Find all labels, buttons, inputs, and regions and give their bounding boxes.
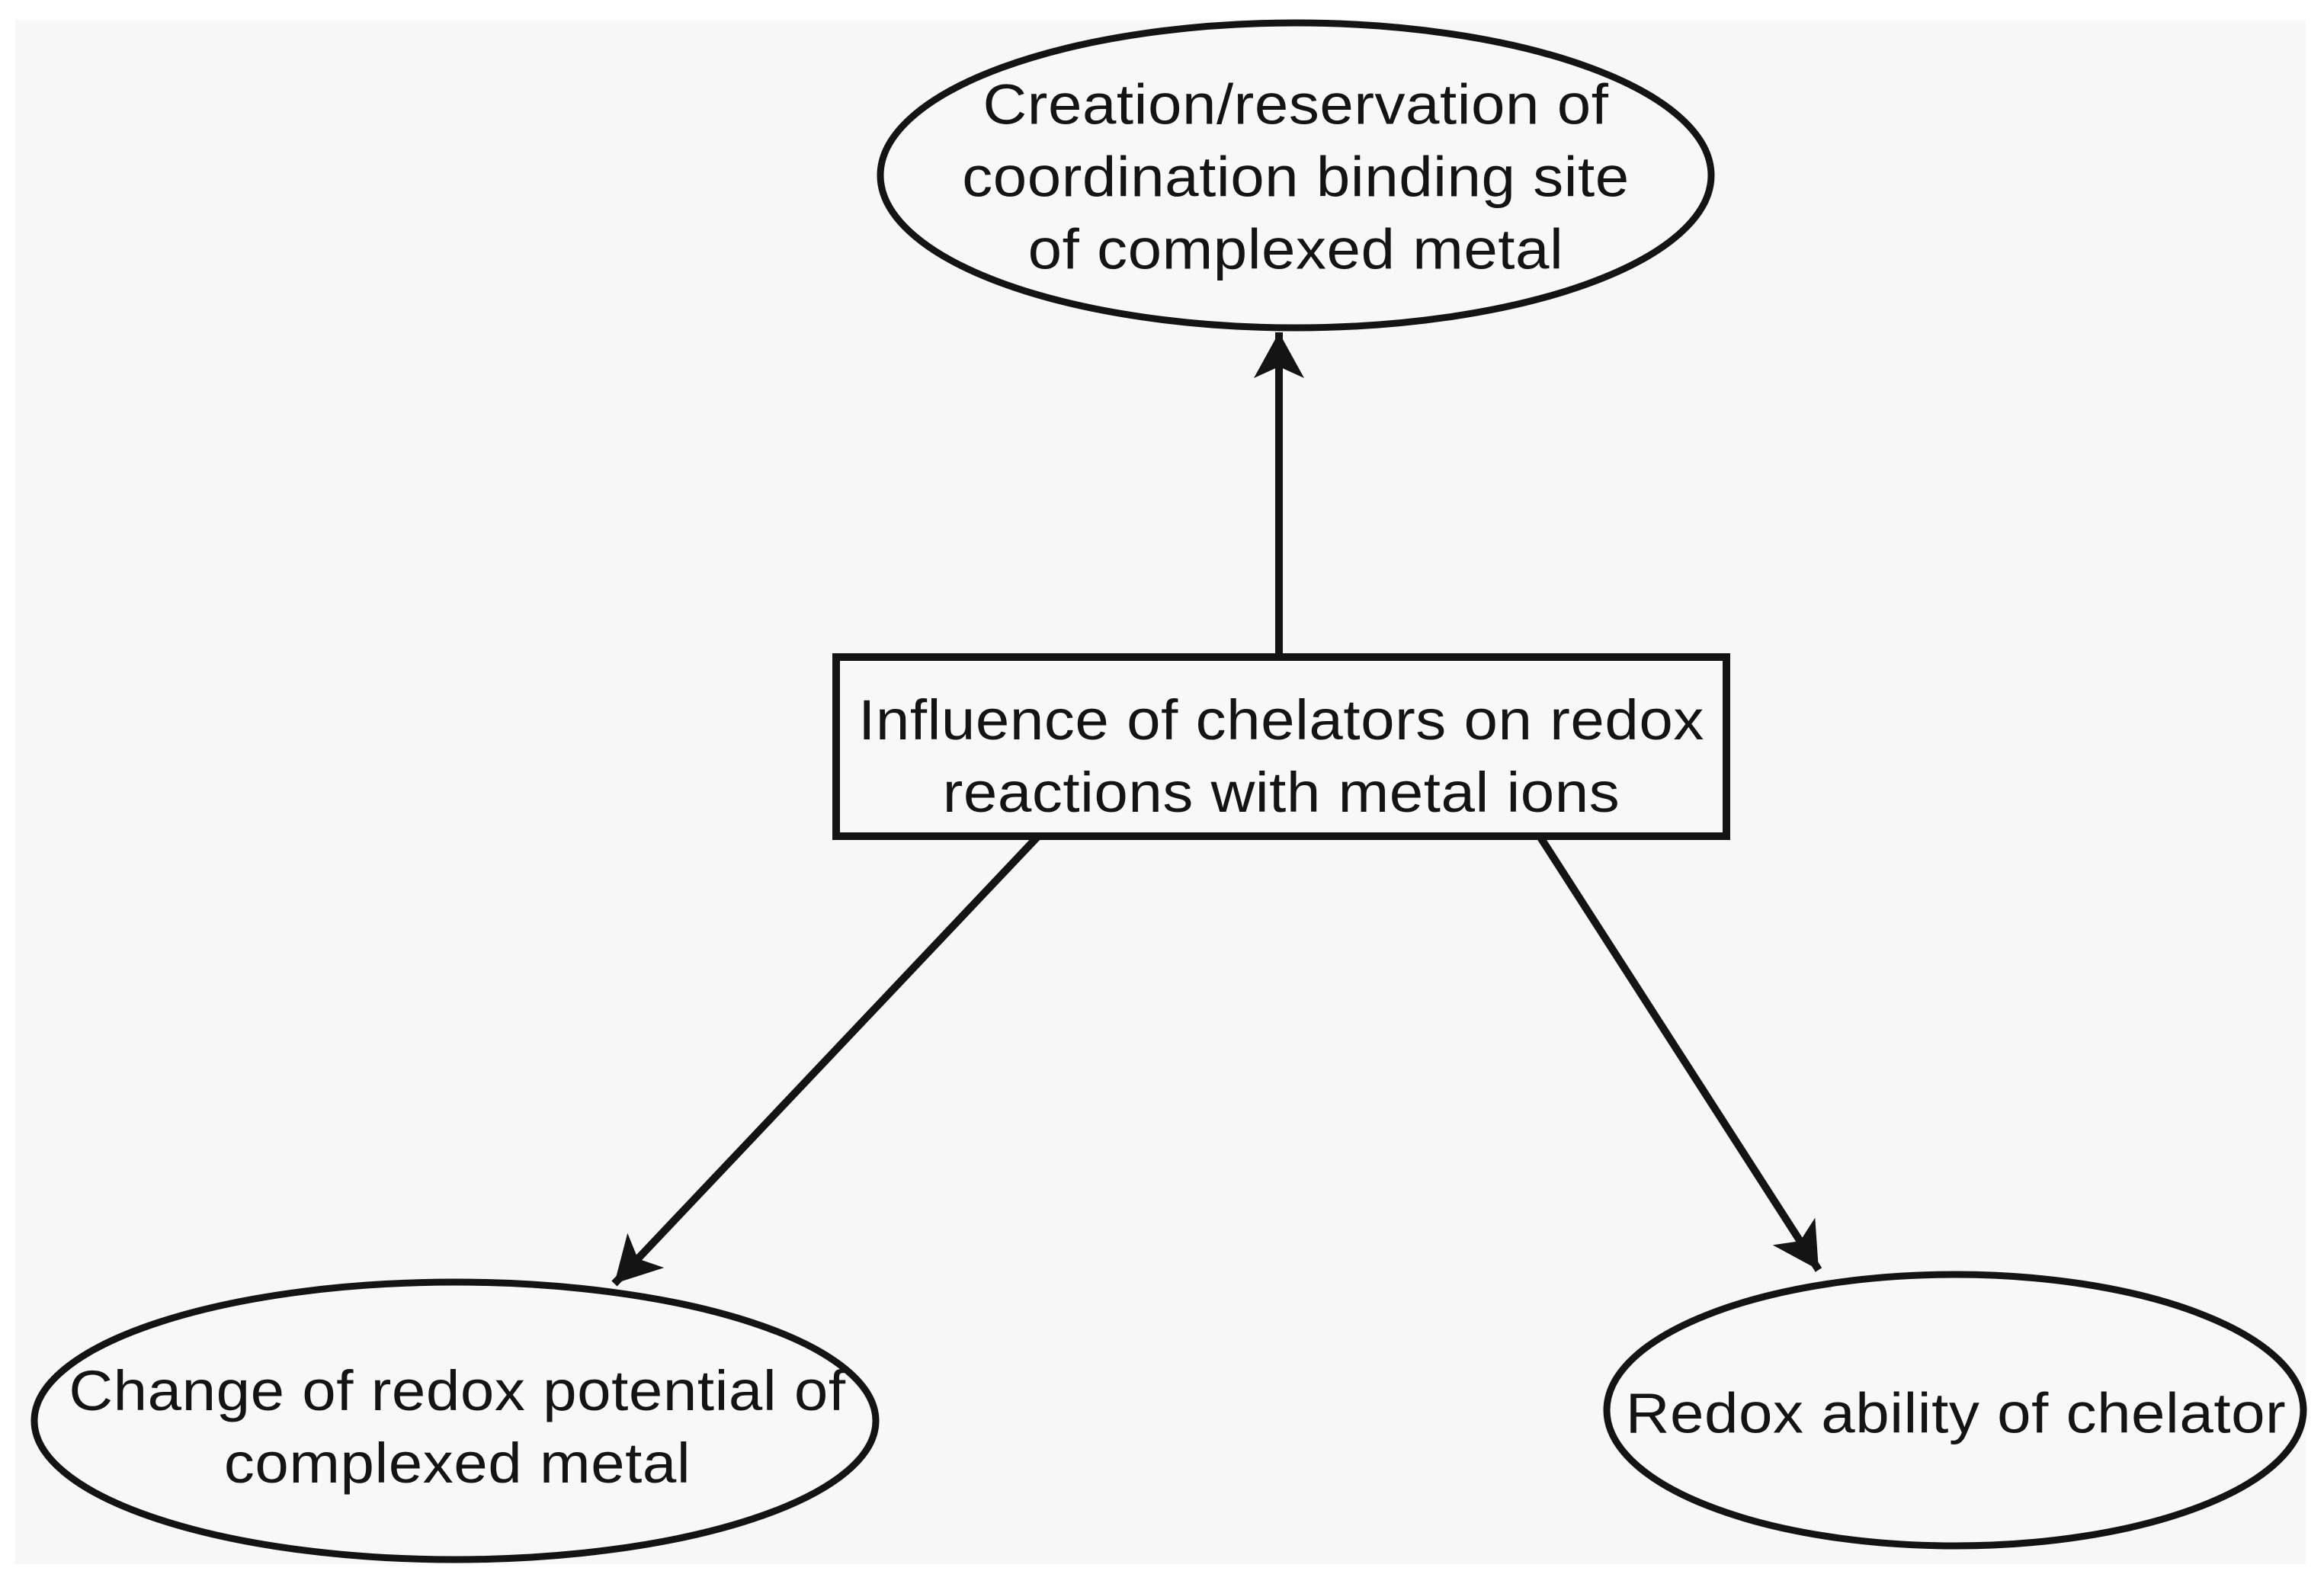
arrow-center-to-bottom-left bbox=[611, 833, 1041, 1287]
bottom-left-line-1: Change of redox potential of bbox=[69, 1359, 846, 1422]
bottom-left-ellipse-label: Change of redox potential of complexed m… bbox=[69, 1355, 845, 1499]
center-box-line-1: Influence of chelators on redox bbox=[858, 688, 1704, 752]
center-box bbox=[832, 653, 1730, 840]
center-box-line-2: reactions with metal ions bbox=[942, 761, 1620, 824]
top-ellipse bbox=[877, 19, 1715, 332]
center-box-label: Influence of chelators on redox reaction… bbox=[858, 684, 1704, 829]
bottom-right-line-1: Redox ability of chelator bbox=[1625, 1381, 2287, 1445]
top-ellipse-line-3: of complexed metal bbox=[1027, 217, 1564, 281]
arrow-center-to-bottom-right bbox=[1536, 834, 1822, 1272]
top-ellipse-line-1: Creation/reservation of bbox=[982, 72, 1609, 136]
bottom-right-ellipse bbox=[1603, 1271, 2307, 1550]
bottom-right-ellipse-label: Redox ability of chelator bbox=[1626, 1377, 2286, 1450]
bottom-left-line-2: complexed metal bbox=[223, 1432, 691, 1495]
bottom-left-ellipse bbox=[30, 1278, 880, 1563]
top-ellipse-label: Creation/reservation of coordination bin… bbox=[962, 69, 1629, 286]
top-ellipse-line-2: coordination binding site bbox=[962, 145, 1630, 209]
